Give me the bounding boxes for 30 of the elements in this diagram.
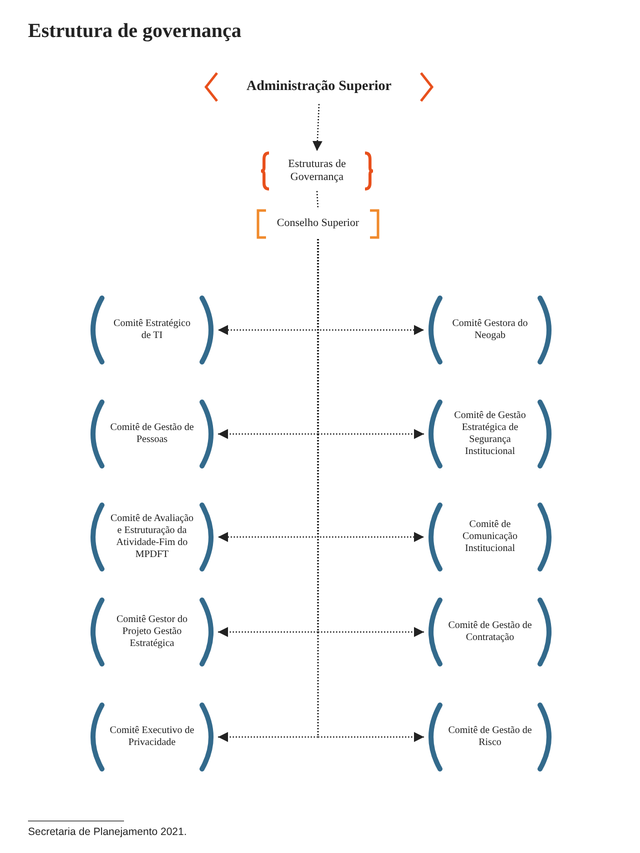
committee-name: Comitê Executivo de Privacidade [109,725,195,749]
committee-name: Comitê de Avaliação e Estruturação da Atividade-Fim do MPDFT [109,513,195,561]
committee-name: Comitê Gestor do Projeto Gestão Estratégica [115,614,189,650]
connector-arrow [312,104,322,152]
level-name: Conselho Superior [276,217,360,231]
committee-node [90,503,214,571]
committee-name: Comitê Estratégico de TI [112,318,192,342]
level-name: Administração Superior [246,78,392,96]
level-node [256,209,380,239]
committee-node [90,598,214,666]
committee-node [90,296,214,364]
committee-node [428,598,552,666]
committee-node [428,400,552,468]
level-node [203,70,435,104]
source-note: Secretaria de Planejamento 2021. [28,826,187,838]
committee-node [90,400,214,468]
committee-name: Comitê de Gestão de Pessoas [109,422,195,446]
committee-name: Comitê Gestora do Neogab [451,318,529,342]
diagram-title: Estrutura de governança [28,20,242,43]
committee-name: Comitê de Gestão de Contratação [447,620,533,644]
connector-arrow [317,239,424,742]
committee-node [428,503,552,571]
level-name: Estruturas de Governança [287,158,347,184]
level-node [260,151,374,191]
committee-node [428,703,552,771]
committee-name: Comitê de Comunicação Institucional [462,519,518,555]
committee-name: Comitê de Gestão de Risco [447,725,533,749]
committee-name: Comitê de Gestão Estratégica de Segurança Institucional [453,410,527,458]
committee-node [428,296,552,364]
committee-node [90,703,214,771]
